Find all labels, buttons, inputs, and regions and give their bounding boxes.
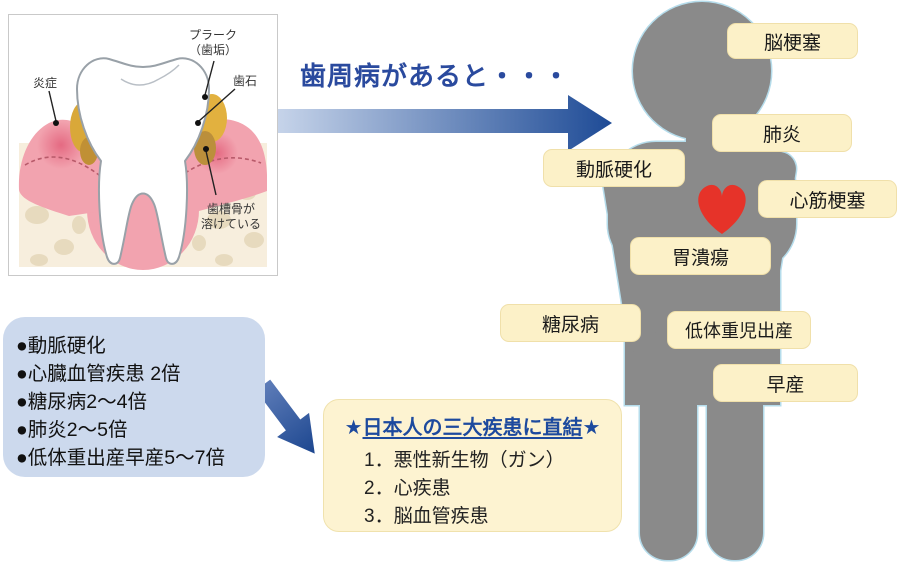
risk-item: ●低体重出産早産5〜7倍 <box>16 447 225 469</box>
three-major-diseases-box: ★日本人の三大疾患に直結★ 1．悪性新生物（ガン） 2．心疾患 3．脳血管疾患 <box>323 399 622 532</box>
three-major-diseases-title: ★日本人の三大疾患に直結★ <box>324 411 621 440</box>
inflammation-label: 炎症 <box>33 75 57 90</box>
disease-tag-premature-birth: 早産 <box>713 364 858 402</box>
tooth-shape <box>76 57 210 265</box>
three-disease-item: 3．脳血管疾患 <box>364 506 489 527</box>
arrow-caption: 歯周病があると・・・ <box>299 61 570 91</box>
bone-loss-label: 歯槽骨が <box>207 201 255 216</box>
risk-item: ●動脈硬化 <box>16 335 106 357</box>
three-disease-item: 1．悪性新生物（ガン） <box>364 450 565 471</box>
three-major-diseases-title-text: 日本人の三大疾患に直結 <box>362 417 583 439</box>
tooth-illustration: プラーク （歯垢） 歯石 炎症 歯槽骨が 溶けている <box>18 28 267 270</box>
disease-tag-diabetes: 糖尿病 <box>500 304 641 342</box>
risk-item: ●心臓血管疾患 2倍 <box>16 363 181 385</box>
disease-tag-arteriosclerosis: 動脈硬化 <box>543 149 685 187</box>
disease-tag-pneumonia: 肺炎 <box>712 114 852 152</box>
risk-item: ●肺炎2〜5倍 <box>16 419 128 441</box>
disease-tag-brain-infarction: 脳梗塞 <box>727 23 858 59</box>
tooth-illustration-panel: プラーク （歯垢） 歯石 炎症 歯槽骨が 溶けている <box>8 14 278 276</box>
tooth-grooves <box>120 64 180 86</box>
person-silhouette <box>597 0 800 562</box>
disease-tag-gastric-ulcer: 胃潰瘍 <box>630 237 771 275</box>
disease-tag-low-birth-weight: 低体重児出産 <box>667 311 811 349</box>
risk-item: ●糖尿病2〜4倍 <box>16 391 147 413</box>
plaque-label-2: （歯垢） <box>189 43 237 57</box>
star-icon: ★ <box>582 417 601 439</box>
bone-loss-label-2: 溶けている <box>201 216 261 231</box>
three-disease-item: 2．心疾患 <box>364 478 451 499</box>
star-icon: ★ <box>344 417 363 439</box>
pointer-lines <box>48 60 236 196</box>
plaque-label: プラーク <box>189 28 237 42</box>
diagonal-arrow <box>255 379 315 454</box>
tartar-label: 歯石 <box>233 74 257 88</box>
disease-tag-myocardial-infarction: 心筋梗塞 <box>758 180 897 218</box>
heart-icon <box>698 184 746 234</box>
main-arrow <box>272 95 612 151</box>
risk-multiplier-box: ●動脈硬化 ●心臓血管疾患 2倍 ●糖尿病2〜4倍 ●肺炎2〜5倍 ●低体重出産… <box>3 317 265 477</box>
